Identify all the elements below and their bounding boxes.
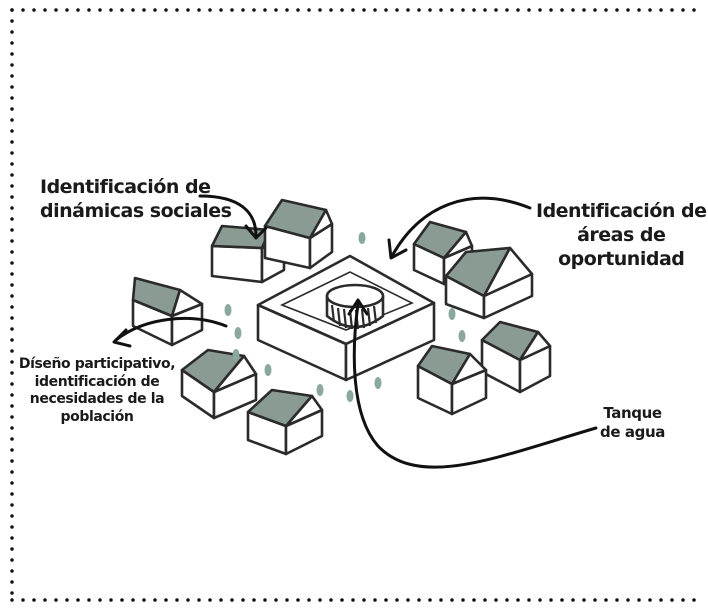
- label-dinamicas-sociales: Identificación de dinámicas sociales: [40, 176, 232, 222]
- trees: [224, 232, 466, 402]
- dotted-border: [10, 8, 702, 602]
- house-5: [246, 388, 324, 456]
- label-diseno-participativo: Díseño participativo, identificación de …: [18, 356, 176, 425]
- label-areas-oportunidad: Identificación de áreas de oportunidad: [536, 200, 707, 270]
- arrow-tanque: [347, 298, 598, 469]
- house-3: [131, 276, 204, 347]
- house-9: [416, 344, 488, 416]
- arrow-oportunidad: [387, 196, 532, 260]
- arrow-dinamicas: [198, 194, 268, 240]
- label-tanque-agua: Tanque de agua: [600, 404, 665, 441]
- house-8: [480, 320, 552, 394]
- arrow-diseno: [112, 316, 228, 348]
- house-2: [263, 198, 334, 270]
- house-4: [180, 348, 258, 420]
- house-7: [444, 246, 534, 320]
